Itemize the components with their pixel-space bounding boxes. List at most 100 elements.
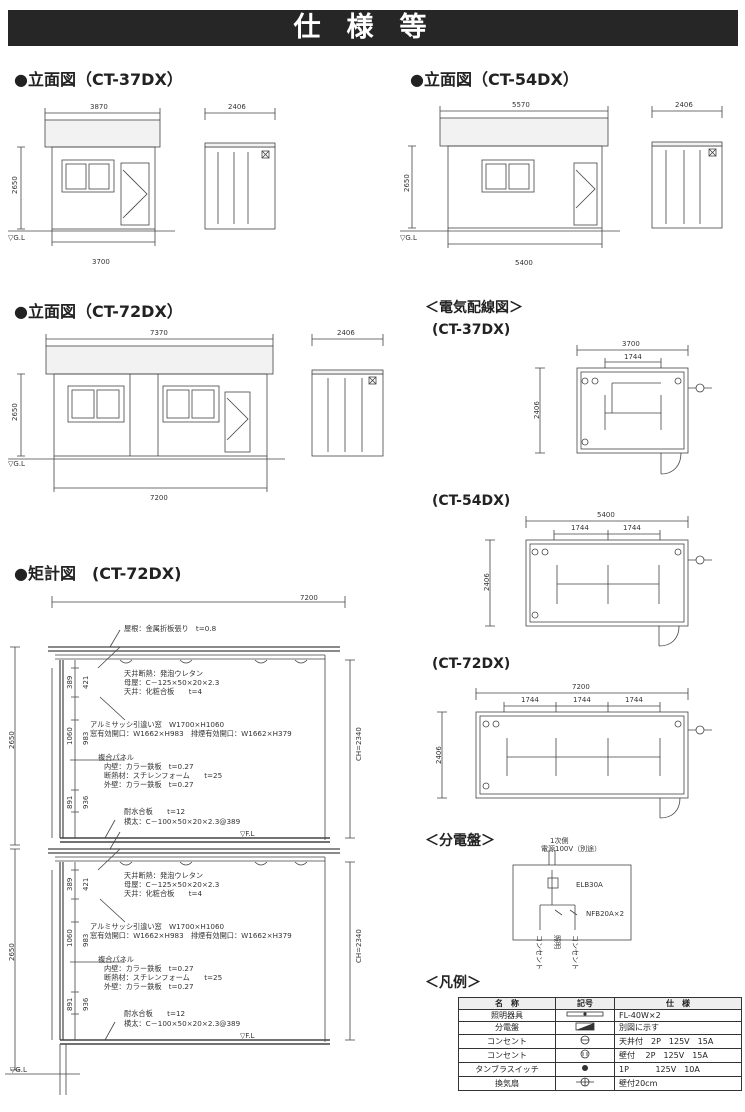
section-height-upper: 2650 [8,731,16,749]
legend-name: コンセント [458,1034,556,1049]
elev72-side-width: 2406 [337,329,355,337]
note-panel-2-lower: 内壁：カラー鉄板 t=0.27 [104,964,194,973]
dim-983-upper: 983 [82,732,90,745]
elev54-top-width: 5570 [512,101,530,109]
elevation-37-side [204,108,276,230]
heading-legend: ＜凡例＞ [425,975,481,991]
note-ceiling-1-lower: 天井断熱：発泡ウレタン [124,871,203,880]
wiring-symbols [482,377,705,790]
fan-icon [695,725,705,735]
elevation-54-side [651,106,723,229]
dim-936-upper: 936 [82,795,90,809]
dim-421-upper: 421 [82,676,90,689]
legend-symbol [555,1034,615,1049]
section-drawing [5,596,355,1095]
legend-row: 照明器具 FL-40W×2 [458,1009,742,1022]
elev37-top-width: 3870 [90,103,108,111]
heading-section-72: ●矩計図 (CT-72DX) [14,564,182,583]
legend-header-symbol: 記号 [555,997,615,1010]
legend-row: 分電盤 別図に示す [458,1021,742,1035]
legend-header-name: 名 称 [458,997,556,1010]
legend-spec: FL-40W×2 [614,1009,742,1022]
outlet-icon [581,438,589,446]
elev37-gl: ▽G.L [8,234,25,242]
elev54-bottom-width: 5400 [515,259,533,267]
legend-spec: 別図に示す [614,1021,742,1035]
note-ceiling-2-upper: 母屋：C－125×50×20×2.3 [124,678,219,687]
panel-elb: ELB30A [576,881,603,889]
wiring54-span1: 1744 [571,524,589,532]
outlet-icon [674,377,682,385]
note-panel-1-upper: 複合パネル [98,753,134,762]
wiring54-depth: 2406 [483,573,491,591]
elev54-height: 2650 [403,174,411,192]
panel-supply-1: 1次側 [550,836,568,845]
legend-spec: 天井付 2P 125V 15A [614,1034,742,1049]
elevation-72-front [8,334,285,492]
wiring-plan-37 [535,345,712,475]
outlet-icon [531,548,539,556]
legend-symbol [555,1062,615,1077]
elev72-bottom-width: 7200 [150,494,168,502]
legend-name: 照明器具 [458,1009,556,1022]
heading-elevation-72: ●立面図（CT-72DX） [14,302,183,321]
legend-header-spec: 仕 様 [614,997,742,1010]
outlet-icon [482,720,490,728]
legend-name: コンセント [458,1048,556,1063]
section-height-lower: 2650 [8,943,16,961]
legend-symbol [555,1021,615,1035]
note-ceiling-1-upper: 天井断熱：発泡ウレタン [124,669,203,678]
fan-icon [695,555,705,565]
note-panel-2-upper: 内壁：カラー鉄板 t=0.27 [104,762,194,771]
fan-icon [695,383,705,393]
legend-row: コンセント 天井付 2P 125V 15A [458,1034,742,1049]
wiring72-span2: 1744 [573,696,591,704]
page-title: 仕様等 [293,12,453,43]
dim-1060-lower: 1060 [66,929,74,947]
note-floor-1-upper: 耐水合板 t=12 [124,807,185,816]
dim-1060-upper: 1060 [66,727,74,745]
dim-891-upper: 891 [66,796,74,809]
dim-983-lower: 983 [82,934,90,947]
note-window-1-lower: アルミサッシ引違い窓 W1700×H1060 [90,922,225,931]
elev37-height: 2650 [11,176,19,194]
panel-out-3: コンセント [571,935,579,970]
note-window-2-upper: 窓有効開口：W1662×H983 排煙有効開口：W1662×H379 [90,729,292,738]
elev54-side-width: 2406 [675,101,693,109]
panel-board-diagram [512,850,632,941]
ceiling-outlet-icon [580,1035,590,1045]
wiring54-width: 5400 [597,511,615,519]
legend-table: 名 称 記号 仕 様 照明器具 FL-40W×2 分電盤 別図に示す コンセント… [458,997,742,1091]
note-floor-2-upper: 横太：C－100×50×20×2.3@389 [124,817,241,826]
wiring72-depth: 2406 [435,746,443,764]
wall-outlet-icon [580,1049,590,1059]
note-panel-3-upper: 断熱材：スチレンフォーム t=25 [104,771,222,780]
legend-name: 換気扇 [458,1076,556,1091]
wiring37-span: 1744 [624,353,642,361]
distribution-board-icon [575,1022,595,1031]
heading-wiring-72: (CT-72DX) [432,656,511,672]
panel-supply-2: 電源100V（別途） [541,844,601,853]
wiring72-span1: 1744 [521,696,539,704]
legend-row: コンセント 壁付 2P 125V 15A [458,1048,742,1063]
wiring37-width: 3700 [622,340,640,348]
dim-ch-upper: CH=2340 [355,727,363,761]
dim-421-lower: 421 [82,878,90,891]
note-floor-2-lower: 横太：C－100×50×20×2.3@389 [124,1019,241,1028]
elevation-72-side [311,334,384,457]
heading-wiring-37: (CT-37DX) [432,322,511,338]
elev72-gl: ▽G.L [8,460,25,468]
ventilation-fan-icon [576,1077,594,1087]
panel-out-2: 照明 [553,935,561,949]
outlet-icon [492,720,500,728]
wiring72-width: 7200 [572,683,590,691]
heading-panel-board: ＜分電盤＞ [425,833,495,849]
note-panel-1-lower: 複合パネル [98,955,134,964]
note-ceiling-2-lower: 母屋：C－125×50×20×2.3 [124,880,219,889]
outlet-icon [581,377,589,385]
heading-wiring-54: (CT-54DX) [432,493,511,509]
elev37-bottom-width: 3700 [92,258,110,266]
dim-ch-lower: CH=2340 [355,929,363,963]
heading-elevation-37: ●立面図（CT-37DX） [14,70,183,89]
